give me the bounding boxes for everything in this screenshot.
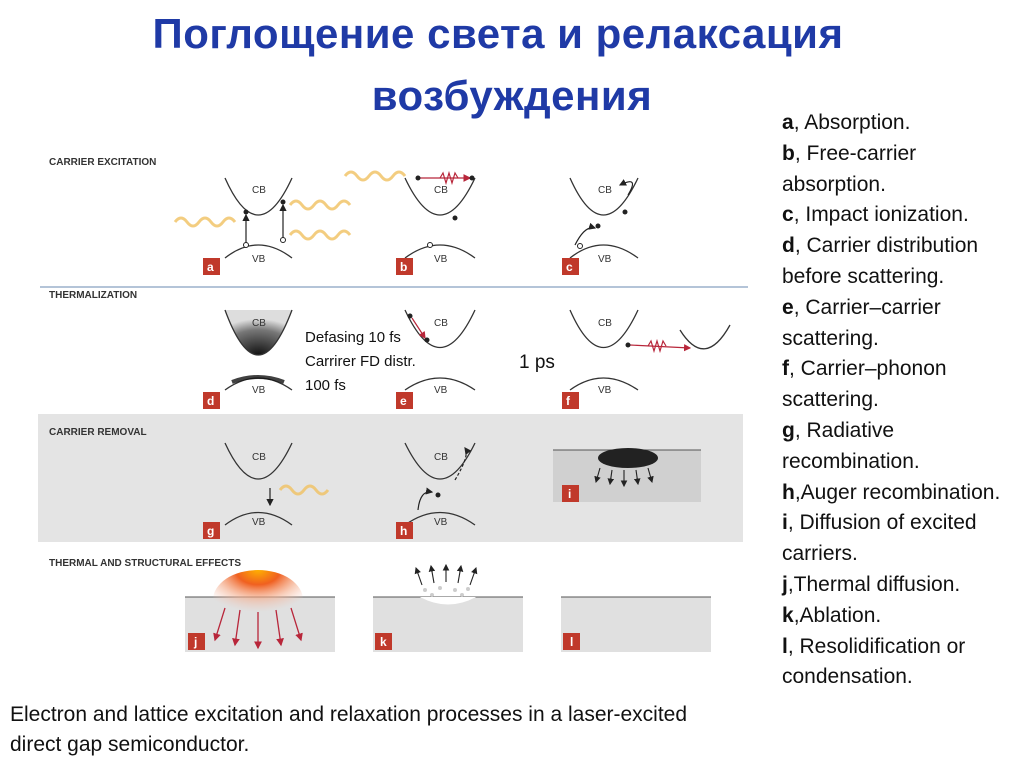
vb-label: VB [598, 385, 612, 396]
section-thermalization: THERMALIZATION [49, 290, 137, 301]
legend-item: g, Radiative recombination. [782, 418, 920, 473]
legend-item: d, Carrier distribution before scatterin… [782, 234, 979, 288]
panel-badge-j [188, 633, 205, 650]
panel-h: CB VB h [396, 442, 476, 539]
cb-label: CB [598, 185, 612, 196]
vb-label: VB [252, 385, 266, 396]
panel-letter-d: d [207, 394, 214, 408]
cb-label: CB [252, 452, 266, 463]
legend-item: l, Resolidification or condensation. [782, 634, 966, 689]
panel-badge-b [396, 258, 413, 275]
cb-label: CB [434, 318, 448, 329]
vb-label: VB [252, 254, 266, 265]
cb-label: CB [252, 318, 266, 329]
legend-item: j,Thermal diffusion. [782, 572, 961, 596]
panel-letter-a: a [207, 260, 214, 274]
panel-badge-d [203, 392, 220, 409]
panel-letter-b: b [400, 260, 407, 274]
panel-k: k [373, 563, 523, 652]
panel-badge-a [203, 258, 220, 275]
panel-i: i [553, 448, 701, 502]
panel-letter-c: c [566, 260, 573, 274]
slide-title-line1: Поглощение света и релаксация [152, 10, 844, 57]
panel-a: CB VB a [173, 177, 352, 275]
panel-letter-g: g [207, 524, 214, 538]
panel-e: CB VB e [396, 309, 476, 409]
panel-letter-h: h [400, 524, 407, 538]
note-1ps: 1 ps [519, 352, 555, 373]
vb-label: VB [434, 385, 448, 396]
vb-label: VB [434, 517, 448, 528]
vb-label: VB [598, 254, 612, 265]
legend-item: c, Impact ionization. [782, 203, 969, 227]
cb-label: CB [434, 452, 448, 463]
legend-item: i, Diffusion of excited carriers. [782, 511, 977, 566]
panel-c: CB VB c [562, 177, 639, 275]
vb-label: VB [252, 517, 266, 528]
panel-letter-j: j [193, 635, 197, 649]
legend-item: b, Free-carrier absorption. [782, 141, 917, 196]
legend-item: f, Carrier–phonon scattering. [782, 357, 947, 412]
panel-b: CB VB b [343, 170, 476, 275]
panel-letter-f: f [566, 394, 571, 408]
legend-item: h,Auger recombination. [782, 480, 1001, 504]
note-carrirer: Carrirer FD distr. [305, 353, 416, 370]
section-thermal-structural: THERMAL AND STRUCTURAL EFFECTS [49, 558, 241, 569]
panel-letter-i: i [568, 487, 571, 501]
panel-badge-g [203, 522, 220, 539]
laser-excitation-diagram: CARRIER EXCITATION THERMALIZATION CARRIE… [38, 157, 748, 652]
legend-list: a, Absorption. b, Free-carrier absorptio… [782, 108, 1018, 693]
panel-badge-l [563, 633, 580, 650]
panel-badge-k [375, 633, 392, 650]
legend-item: k,Ablation. [782, 603, 882, 627]
figure-caption: Electron and lattice excitation and rela… [10, 703, 688, 756]
section-carrier-excitation: CARRIER EXCITATION [49, 157, 156, 168]
panel-badge-h [396, 522, 413, 539]
panel-letter-l: l [570, 635, 573, 649]
legend-item: e, Carrier–carrier scattering. [782, 295, 941, 350]
panel-badge-e [396, 392, 413, 409]
panel-letter-e: e [400, 394, 407, 408]
cb-label: CB [252, 185, 266, 196]
cb-label: CB [598, 318, 612, 329]
legend-item: a, Absorption. [782, 111, 911, 134]
panel-badge-i [562, 485, 579, 502]
panel-j: j [185, 570, 335, 652]
panel-badge-f [562, 392, 579, 409]
vb-label: VB [434, 254, 448, 265]
panel-f: CB VB f [562, 309, 731, 409]
note-defasing: Defasing 10 fs [305, 329, 401, 346]
section-carrier-removal: CARRIER REMOVAL [49, 427, 147, 438]
panel-l: l [561, 596, 711, 652]
panel-letter-k: k [380, 635, 387, 649]
panel-d: CB VB d [203, 309, 293, 409]
panel-badge-c [562, 258, 579, 275]
panel-g: CB VB g [203, 442, 330, 539]
note-100fs: 100 fs [305, 377, 346, 394]
slide-title-line2: возбуждения [371, 72, 653, 119]
cb-label: CB [434, 185, 448, 196]
